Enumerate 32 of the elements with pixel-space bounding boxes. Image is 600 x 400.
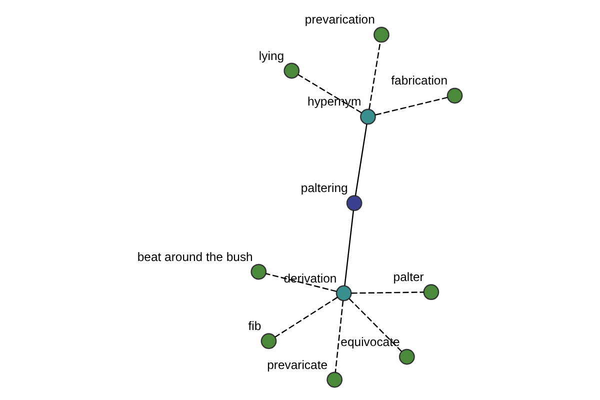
- connector: [374, 96, 448, 115]
- connector: [348, 298, 402, 352]
- node-label: paltering: [300, 180, 348, 195]
- node-circle: [446, 87, 462, 104]
- node-circle: [326, 371, 342, 388]
- node-label: palter: [392, 270, 424, 284]
- node-label: prevaricate: [266, 357, 328, 372]
- node-label: lying: [258, 48, 284, 62]
- node-label: fabrication: [390, 73, 448, 88]
- node-circle: [422, 284, 439, 300]
- node-label: fib: [248, 318, 261, 333]
- node-label: equivocate: [340, 334, 400, 348]
- connector: [368, 41, 380, 109]
- node-label: hypernym: [307, 94, 361, 108]
- node-label: prevarication: [304, 12, 374, 26]
- node-circle: [346, 194, 362, 211]
- node-circle: [335, 284, 352, 301]
- node-label: beat around the bush: [136, 249, 252, 264]
- connector: [265, 272, 336, 292]
- node-circle: [398, 348, 414, 364]
- node-circle: [283, 62, 300, 78]
- connector: [274, 296, 338, 338]
- connector: [354, 123, 367, 196]
- node-circle: [250, 263, 266, 280]
- connector: [344, 210, 354, 286]
- node-label: derivation: [283, 270, 336, 285]
- connector: [350, 291, 424, 294]
- node-circle: [373, 26, 389, 42]
- connector: [297, 74, 362, 113]
- node-circle: [360, 108, 376, 124]
- connector: [334, 300, 344, 372]
- node-circle: [260, 332, 276, 349]
